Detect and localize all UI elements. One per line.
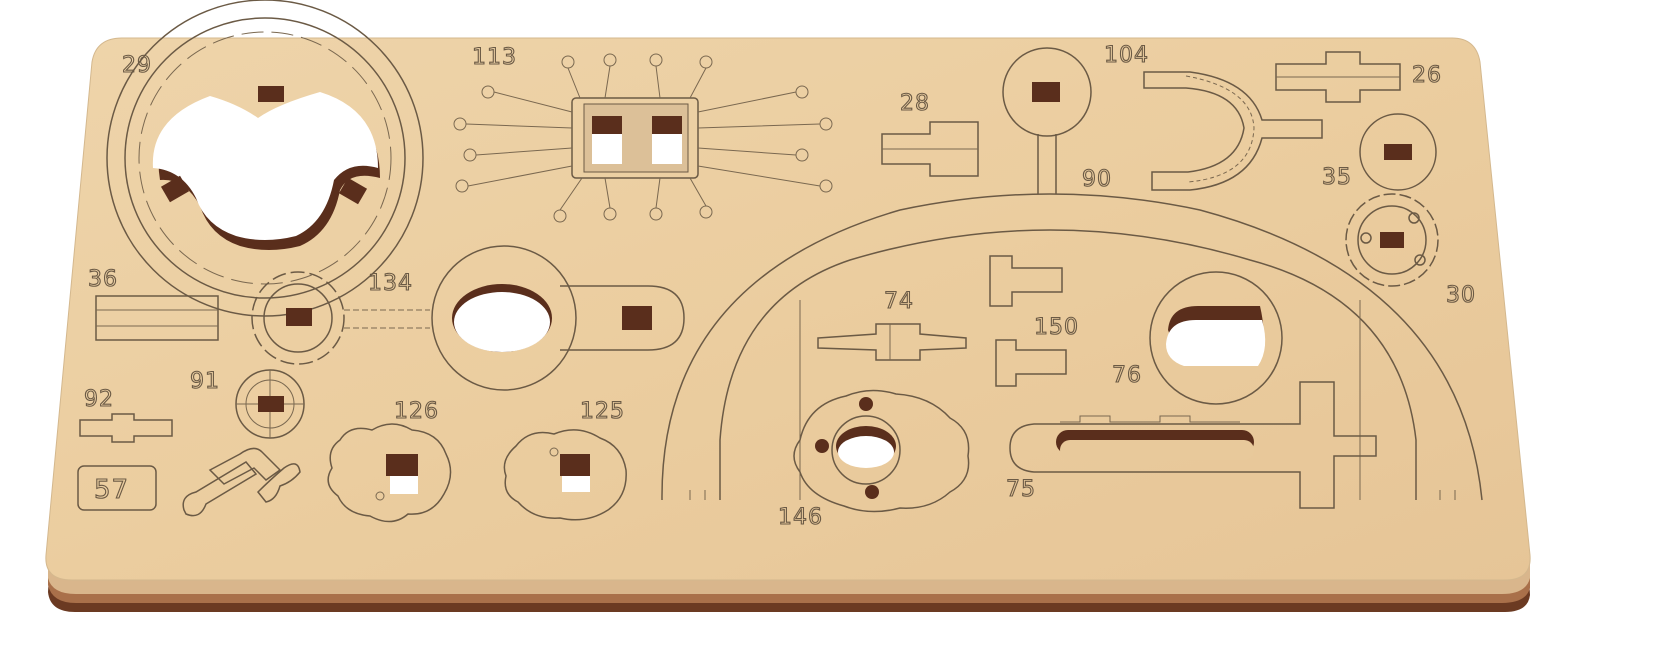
part-label-150: 150 xyxy=(1034,315,1079,340)
part-36 xyxy=(95,295,219,341)
part-label-76: 76 xyxy=(1112,363,1142,388)
part-76 xyxy=(1149,271,1283,405)
part-26 xyxy=(1275,51,1401,103)
part-150 xyxy=(989,255,1067,387)
part-57-badge xyxy=(77,465,157,511)
part-label-30: 30 xyxy=(1446,283,1476,308)
part-label-134: 134 xyxy=(368,271,413,296)
part-90-arch xyxy=(661,47,1483,501)
part-label-26: 26 xyxy=(1412,63,1442,88)
part-35 xyxy=(1359,113,1437,191)
part-label-92: 92 xyxy=(84,387,114,412)
part-125 xyxy=(503,429,627,521)
part-label-90: 90 xyxy=(1082,167,1112,192)
part-label-28: 28 xyxy=(900,91,930,116)
part-label-74: 74 xyxy=(884,289,914,314)
part-label-125: 125 xyxy=(580,399,625,424)
part-label-113: 113 xyxy=(472,45,517,70)
part-label-146: 146 xyxy=(778,505,823,530)
part-91 xyxy=(235,369,305,439)
part-92 xyxy=(79,413,173,443)
wrench-and-tools-icon xyxy=(182,447,301,517)
part-label-91: 91 xyxy=(190,369,220,394)
part-label-35: 35 xyxy=(1322,165,1352,190)
part-104-bracket xyxy=(1143,71,1323,191)
part-label-126: 126 xyxy=(394,399,439,424)
part-146 xyxy=(793,389,970,513)
part-75 xyxy=(1009,381,1377,509)
part-label-36: 36 xyxy=(88,267,118,292)
part-label-29: 29 xyxy=(122,53,152,78)
part-label-75: 75 xyxy=(1006,477,1036,502)
part-126 xyxy=(327,423,452,523)
part-134 xyxy=(251,245,685,391)
part-113-chip-icon xyxy=(453,53,833,223)
part-label-57: 57 xyxy=(94,475,129,505)
part-29-gear xyxy=(106,0,424,317)
part-30-gear-icon xyxy=(1345,193,1439,287)
part-label-104: 104 xyxy=(1104,43,1149,68)
part-28 xyxy=(881,121,979,177)
part-74 xyxy=(817,323,967,361)
